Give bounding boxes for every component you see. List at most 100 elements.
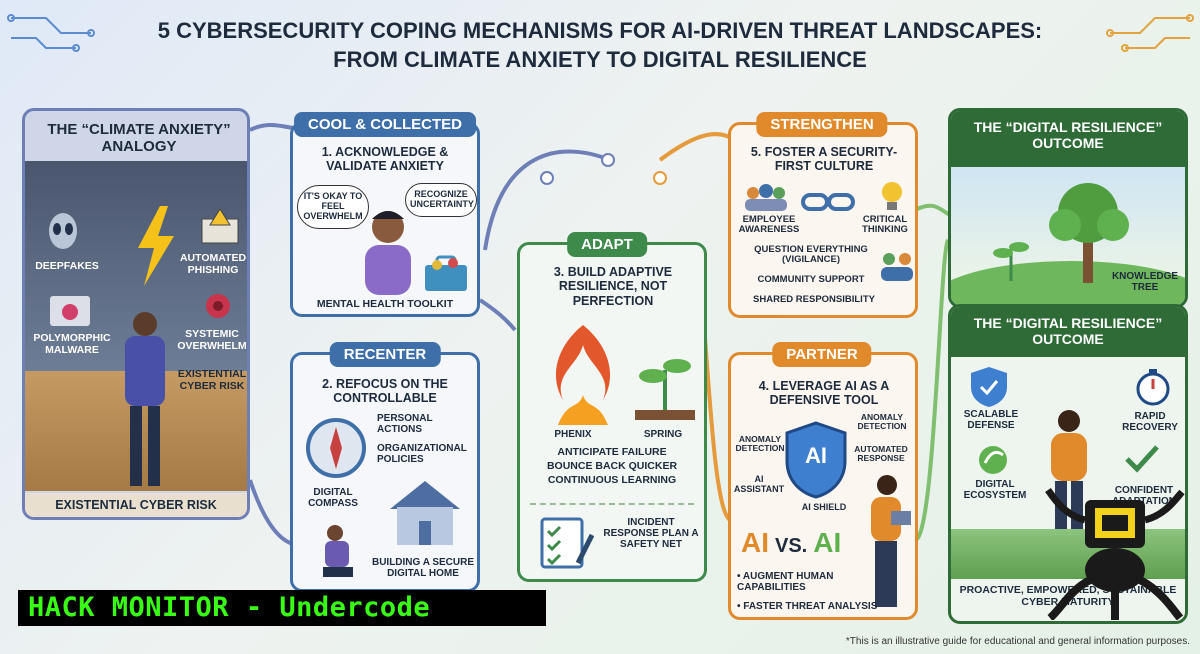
virus-cloud-icon [206,294,230,318]
step3-divider [530,503,694,505]
shared-responsibility-label: SHARED RESPONSIBILITY [753,294,875,305]
ai-vs-ai-row: AI VS. AI [741,527,861,559]
step1-title: 1. ACKNOWLEDGE & VALIDATE ANXIETY [321,145,449,174]
worried-person-icon [125,312,165,486]
step1-tag: COOL & COLLECTED [294,112,476,137]
anomaly-detection-right-label: ANOMALY DETECTION [857,412,907,432]
step4-tag: PARTNER [772,342,872,367]
alien-mask-icon [49,213,77,249]
climate-panel-footer: EXISTENTIAL CYBER RISK [25,493,247,517]
knowledge-tree-label: KNOWLEDGE TREE [1111,271,1179,293]
virus-malware-icon [50,296,90,326]
digital-ecosystem-label: DIGITAL ECOSYSTEM [963,479,1027,501]
stopwatch-icon [1136,369,1170,406]
step4-card: 4. LEVERAGE AI AS A DEFENSIVE TOOL ANOMA… [728,352,918,620]
bubble-recognize-uncertainty: RECOGNIZE UNCERTAINTY [405,183,477,217]
systemic-overwhelm-label: SYSTEMIC OVERWHELM [177,328,247,352]
anomaly-detection-left-label: ANOMALY DETECTION [735,434,785,454]
step5-tag: STRENGTHEN [756,112,888,137]
page-title: 5 CYBERSECURITY COPING MECHANISMS FOR AI… [60,18,1140,73]
climate-panel-title: THE “CLIMATE ANXIETY” ANALOGY [47,121,231,156]
existential-risk-label: EXISTENTIAL CYBER RISK [177,368,247,392]
compass-icon [306,418,366,478]
ai-shield-label: AI SHIELD [801,502,847,512]
house-icon [390,481,460,545]
spring-label: SPRING [643,429,683,440]
deepfakes-label: DEEPFAKES [35,260,99,272]
anticipate-failure-text: ANTICIPATE FAILURE [557,446,667,458]
step2-card: 2. REFOCUS ON THE CONTROLLABLE PERSONAL … [290,352,480,592]
checkmark-icon [1125,445,1159,473]
circuit-decoration-left-icon [7,14,95,52]
hack-monitor-watermark: HACK MONITOR - Undercode [18,590,546,626]
disclaimer-text: *This is an illustrative guide for educa… [845,636,1190,647]
step4-title: 4. LEVERAGE AI AS A DEFENSIVE TOOL [758,379,890,408]
city-ground [951,529,1185,579]
chain-link-icon [801,193,855,211]
ai-right-text: AI [813,527,842,558]
scalable-defense-label: SCALABLE DEFENSE [963,409,1019,431]
ai-shield-text: AI [805,443,827,468]
automated-response-label: AUTOMATED RESPONSE [854,444,908,464]
checklist-icon [540,517,594,569]
envelope-warning-icon [201,209,239,244]
step5-card: 5. FOSTER A SECURITY-FIRST CULTURE EMPLO… [728,122,918,318]
resilience-bottom-title: THE “DIGITAL RESILIENCE” OUTCOME [951,307,1185,357]
presenter-woman-icon [871,475,911,607]
lightning-icon [138,206,174,286]
climate-anxiety-panel: THE “CLIMATE ANXIETY” ANALOGY DEEPFAKES … [22,108,250,520]
kneeling-builder-icon [323,525,353,577]
shield-check-icon [971,367,1007,407]
toolkit-box-icon [425,255,467,291]
calm-person-icon [365,211,411,295]
continuous-learning-text: CONTINUOUS LEARNING [547,474,677,486]
community-support-label: COMMUNITY SUPPORT [757,274,865,285]
step3-tag: ADAPT [567,232,647,257]
step5-title: 5. FOSTER A SECURITY-FIRST CULTURE [750,145,898,174]
employee-group-icon [745,184,787,211]
bounce-back-text: BOUNCE BACK QUICKER [546,460,678,472]
step1-card: 1. ACKNOWLEDGE & VALIDATE ANXIETY IT'S O… [290,122,480,317]
title-line-1: 5 CYBERSECURITY COPING MECHANISMS FOR AI… [157,18,1043,43]
step3-card: 3. BUILD ADAPTIVE RESILIENCE, NOT PERFEC… [517,242,707,582]
knowledge-tree-icon [1049,183,1129,283]
ai-left-text: AI [741,527,769,558]
title-line-2: FROM CLIMATE ANXIETY TO DIGITAL RESILIEN… [333,47,867,73]
augment-human-text: • AUGMENT HUMAN CAPABILITIES [737,571,834,593]
lightbulb-icon [882,182,902,210]
personal-actions-label: PERSONAL ACTIONS [377,413,433,435]
eco-leaf-icon [979,446,1007,474]
rapid-recovery-label: RAPID RECOVERY [1122,411,1178,433]
ai-shield-icon [785,421,847,499]
secure-home-label: BUILDING A SECURE DIGITAL HOME [371,557,475,579]
vs-text: VS. [775,535,808,557]
community-icon [881,253,913,281]
sapling-icon [993,242,1029,281]
resilience-outcome-top-panel: THE “DIGITAL RESILIENCE” OUTCOME KNOWLED… [948,108,1188,308]
employee-awareness-label: EMPLOYEE AWARENESS [738,214,800,236]
resilience-outcome-bottom-panel: THE “DIGITAL RESILIENCE” OUTCOME SCALABL… [948,304,1188,624]
step2-tag: RECENTER [329,342,441,367]
mental-health-toolkit-label: MENTAL HEALTH TOOLKIT [316,298,454,310]
incident-response-label: INCIDENT RESPONSE PLAN A SAFETY NET [603,517,699,550]
organizational-policies-label: ORGANIZATIONAL POLICIES [377,443,467,465]
resilience-top-title: THE “DIGITAL RESILIENCE” OUTCOME [951,111,1185,167]
faster-analysis-text: • FASTER THREAT ANALYSIS [737,601,878,612]
bubble-okay-to-feel: IT'S OKAY TO FEEL OVERWHELM [297,185,369,229]
standing-person-icon [1051,410,1087,543]
critical-thinking-label: CRITICAL THINKING [862,214,908,236]
step3-title: 3. BUILD ADAPTIVE RESILIENCE, NOT PERFEC… [553,265,673,308]
phenix-label: PHENIX [554,429,592,440]
circuit-decoration-right-icon [1106,14,1194,52]
question-everything-label: QUESTION EVERYTHING (VIGILANCE) [754,244,868,266]
robot-mascot-icon [1045,487,1185,620]
automated-phishing-label: AUTOMATED PHISHING [179,252,247,276]
phoenix-fire-icon [555,325,611,425]
ai-assistant-label: AI ASSISTANT [733,474,785,494]
step2-title: 2. REFOCUS ON THE CONTROLLABLE [322,377,448,406]
digital-compass-label: DIGITAL COMPASS [308,487,358,509]
confident-adaptation-label: CONFIDENT ADAPTATION [1111,485,1177,507]
sprout-icon [635,359,695,420]
polymorphic-malware-label: POLYMORPHIC MALWARE [33,332,111,356]
grass-hill [951,261,1185,305]
